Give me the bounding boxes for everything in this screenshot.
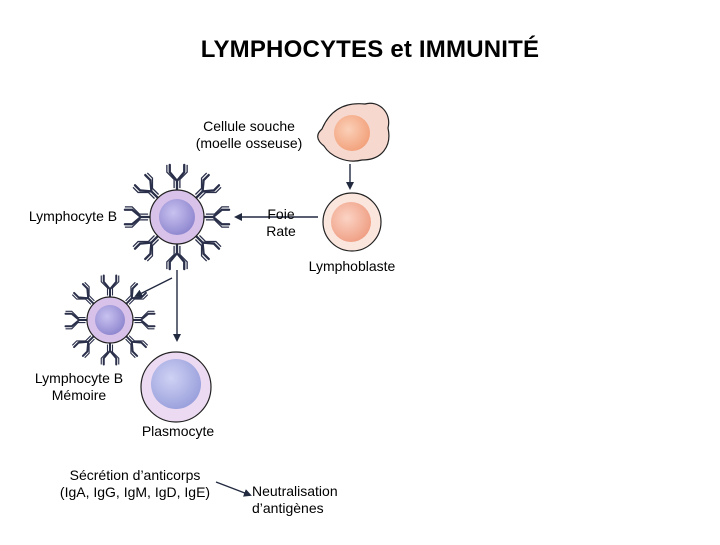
plasmocyte-nucleus <box>151 359 201 409</box>
antibody-icon <box>131 310 156 330</box>
memory-b-label: Lymphocyte B Mémoire <box>34 370 124 403</box>
b-lymphocyte-nucleus <box>159 199 195 235</box>
lymphoblast-cell <box>322 192 382 252</box>
arrows <box>134 164 354 497</box>
antibody-icon <box>165 163 189 193</box>
arrow-to-neutralisation <box>215 481 252 497</box>
b-lymphocyte-cell <box>123 163 231 271</box>
memory-b-cell <box>64 274 156 366</box>
stem-cell-nucleus <box>334 115 370 151</box>
antibody-icon <box>100 274 120 299</box>
memory-b-nucleus <box>95 305 125 335</box>
b-lymphocyte-label: Lymphocyte B <box>28 208 118 224</box>
antibody-icon <box>100 341 120 366</box>
neutralisation-label: Neutralisation d’antigènes <box>252 483 338 516</box>
arrow-to-memory <box>134 277 173 297</box>
plasmocyte-cell <box>140 351 212 423</box>
stem-cell <box>317 102 390 162</box>
lymphoblast-nucleus <box>331 202 371 242</box>
lymphoblast-label: Lymphoblaste <box>308 258 396 274</box>
liver-spleen-label: Foie Rate <box>266 206 296 239</box>
stem-cell-label: Cellule souche (moelle osseuse) <box>195 118 303 151</box>
plasmocyte-label: Plasmocyte <box>141 423 215 439</box>
antibody-secretion-label: Sécrétion d’anticorps (IgA, IgG, IgM, Ig… <box>59 467 211 500</box>
antibody-icon <box>123 205 153 229</box>
antibody-icon <box>64 310 89 330</box>
page-title: LYMPHOCYTES et IMMUNITÉ <box>200 36 540 63</box>
antibody-icon <box>165 241 189 271</box>
antibody-icon <box>201 205 231 229</box>
